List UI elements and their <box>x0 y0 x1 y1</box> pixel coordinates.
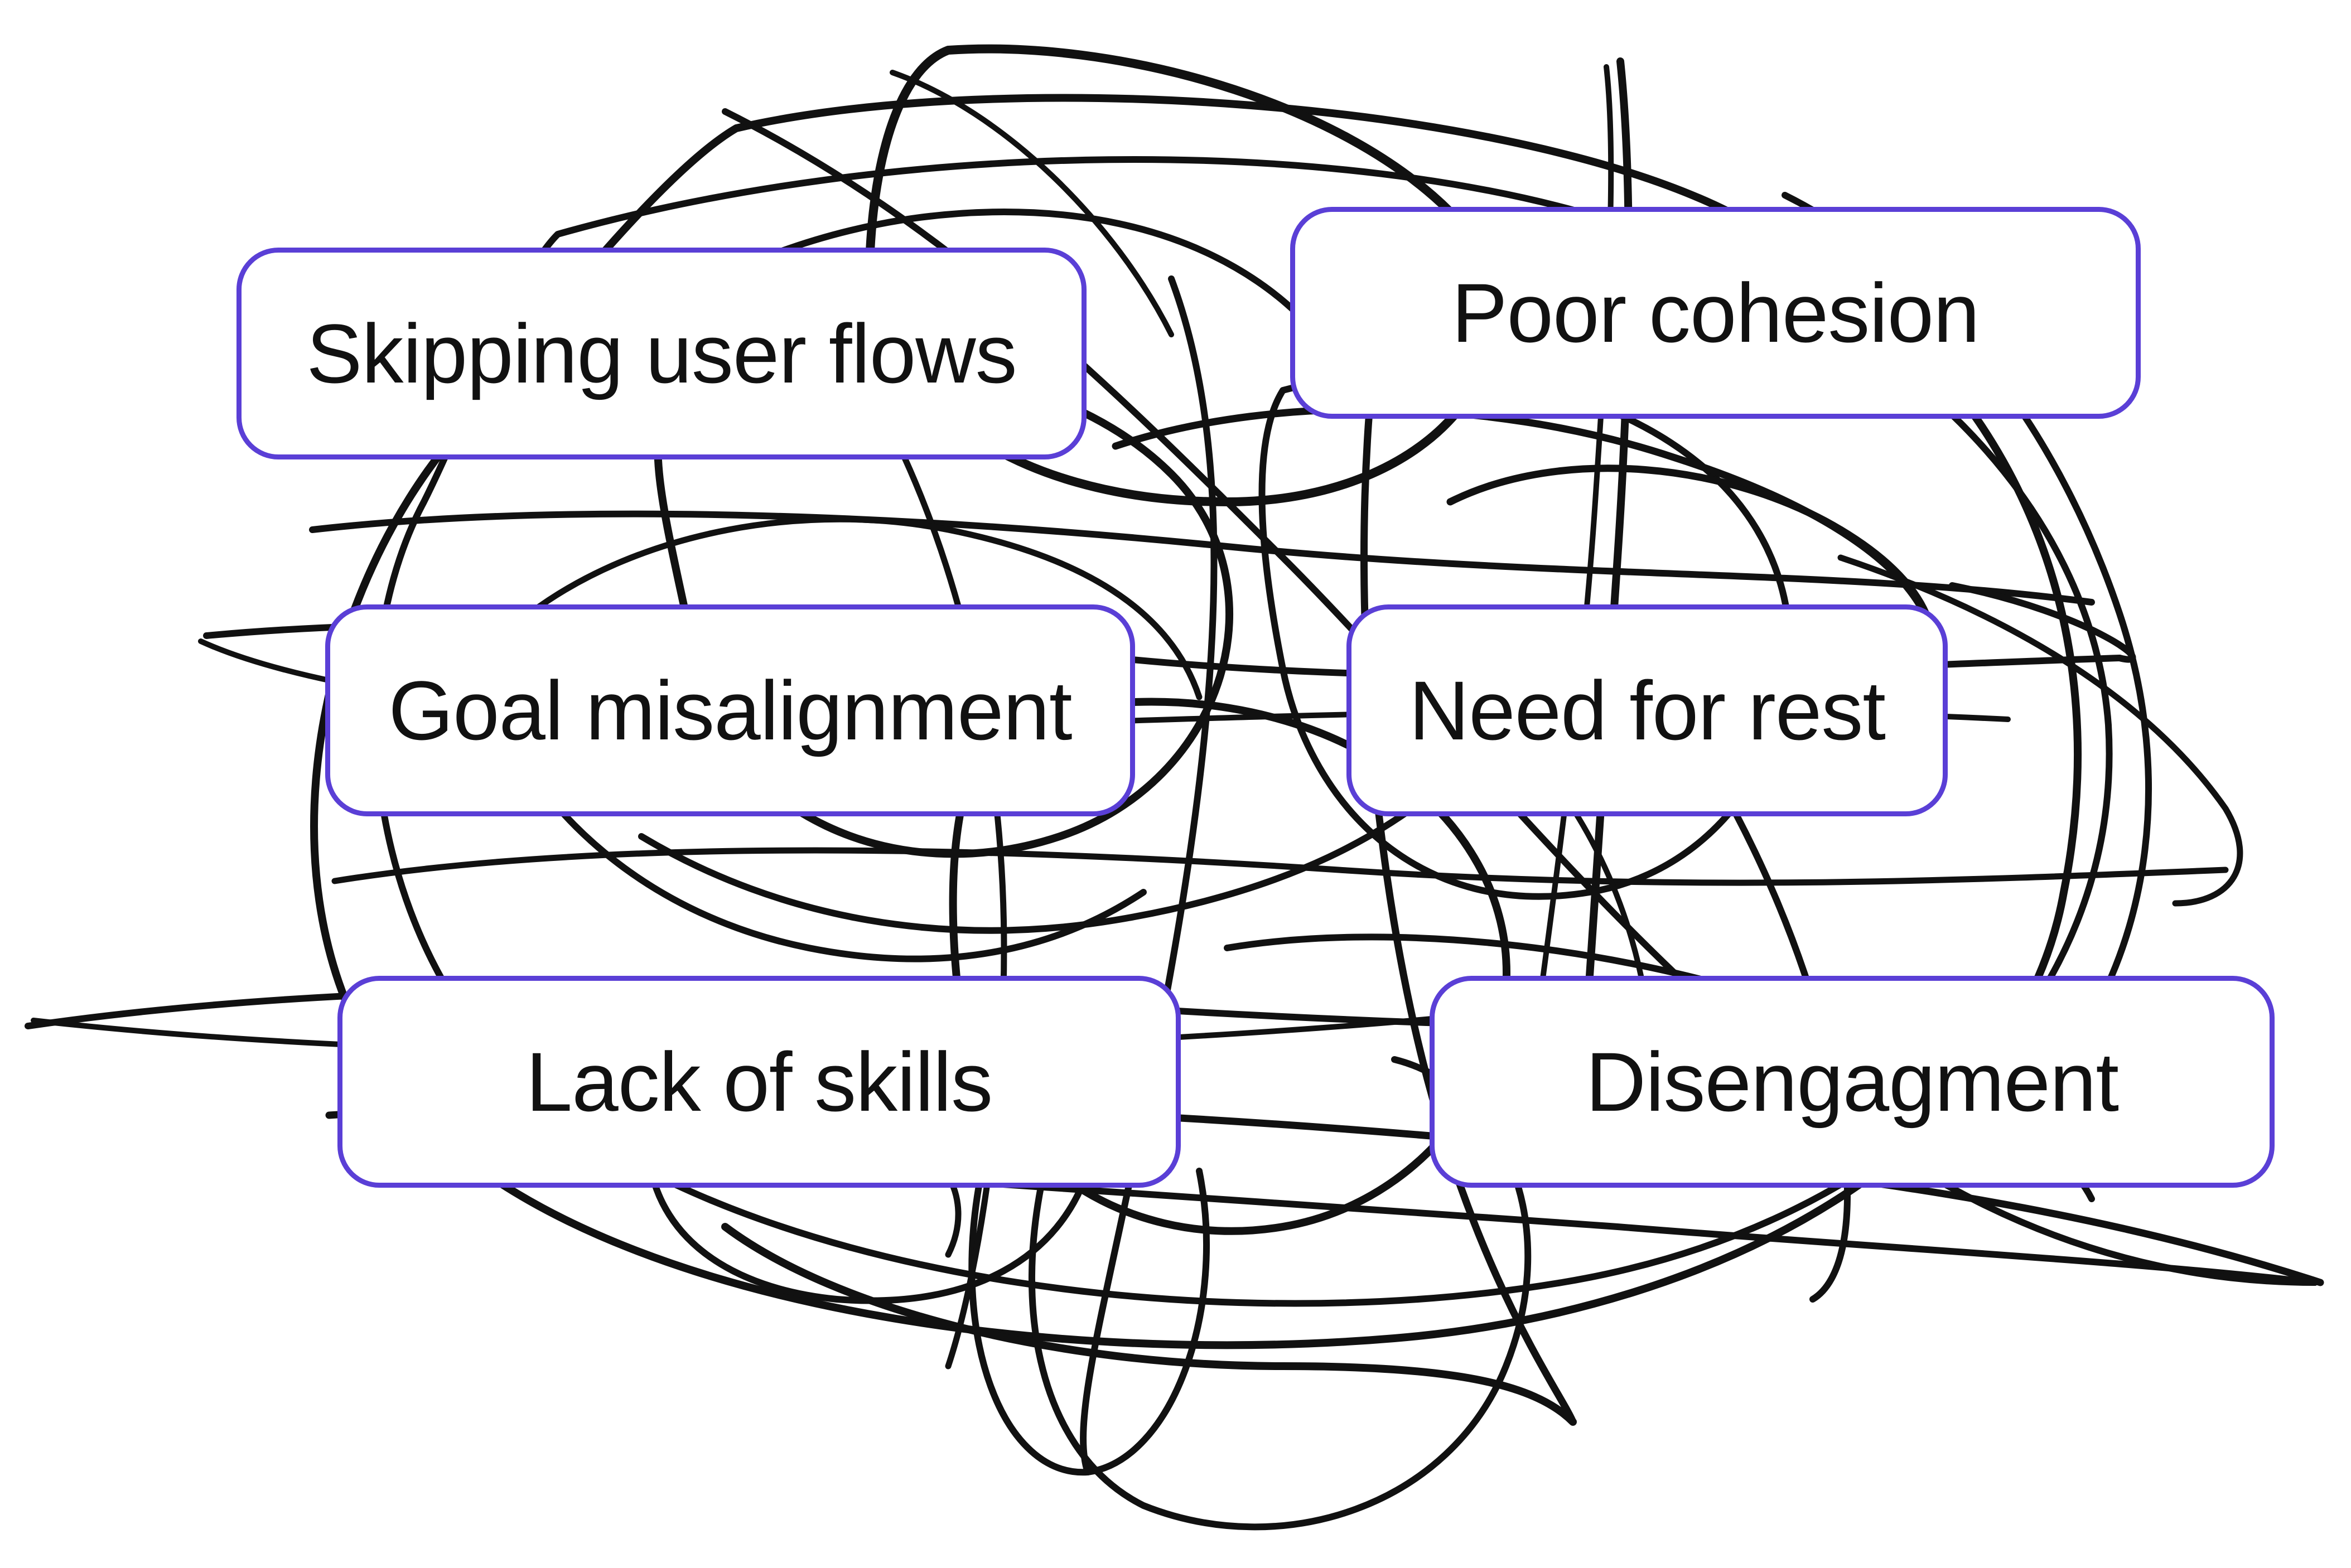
scribble-stroke <box>949 698 1510 1235</box>
label-disengagment: Disengagment <box>1430 976 2275 1188</box>
scribble-stroke <box>1080 275 1218 1475</box>
scribble-stroke <box>968 1168 1210 1476</box>
label-skipping-user-flows: Skipping user flows <box>236 248 1087 459</box>
label-text: Skipping user flows <box>306 306 1017 400</box>
scribble-stroke <box>309 510 2095 606</box>
scribble-stroke <box>1112 405 1928 617</box>
scribble-stroke <box>1949 582 2136 663</box>
label-text: Poor cohesion <box>1451 265 1980 360</box>
scribble-stroke <box>721 1223 1577 1426</box>
label-lack-of-skills: Lack of skills <box>337 976 1181 1188</box>
scribble-stroke <box>865 44 1499 506</box>
scribble-stroke <box>1537 64 1614 1006</box>
label-text: Lack of skills <box>525 1034 993 1129</box>
scribble-stroke <box>833 331 1007 1369</box>
scribble-stroke <box>499 722 1147 962</box>
label-text: Goal misalignment <box>388 663 1072 757</box>
label-text: Need for rest <box>1408 663 1886 757</box>
scribble-stroke <box>890 70 1174 337</box>
label-poor-cohesion: Poor cohesion <box>1290 207 2141 419</box>
label-text: Disengagment <box>1585 1034 2119 1129</box>
scribble-stroke <box>331 847 2229 886</box>
label-need-for-rest: Need for rest <box>1346 604 1948 816</box>
scribble-stroke <box>638 749 1481 934</box>
label-goal-misalignment: Goal misalignment <box>325 604 1135 816</box>
scribble-stroke <box>1360 219 1577 1426</box>
scribble-stroke <box>527 516 1203 700</box>
scribble-stroke <box>1837 554 2243 907</box>
